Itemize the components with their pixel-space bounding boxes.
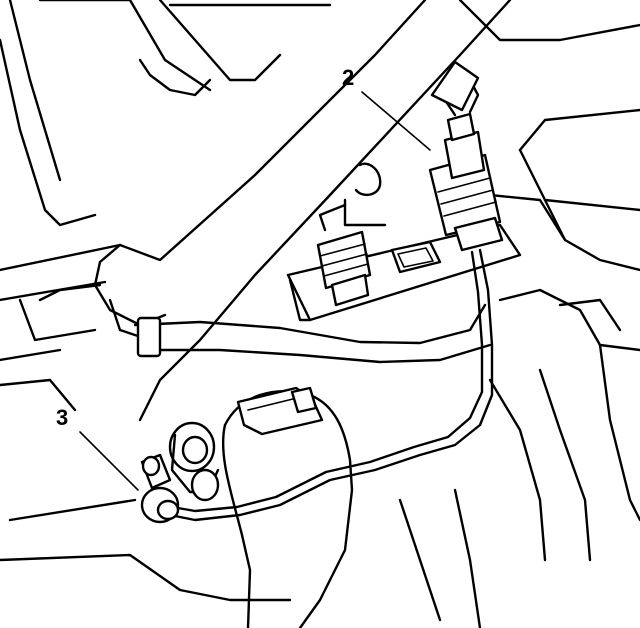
ground-eyelet (140, 453, 180, 524)
air-intake-duct (38, 0, 512, 422)
coolant-hose (221, 386, 354, 628)
callout-3: 3 (56, 405, 139, 491)
fitting-nozzle (168, 421, 220, 502)
right-connector (428, 60, 504, 252)
harness-cable (133, 303, 492, 364)
ground-wire (168, 248, 494, 522)
callout-3-label: 3 (56, 405, 68, 430)
left-connector (316, 203, 372, 307)
right-side-components (398, 0, 640, 628)
callout-2: 2 (342, 65, 431, 151)
callout-2-label: 2 (342, 65, 354, 90)
